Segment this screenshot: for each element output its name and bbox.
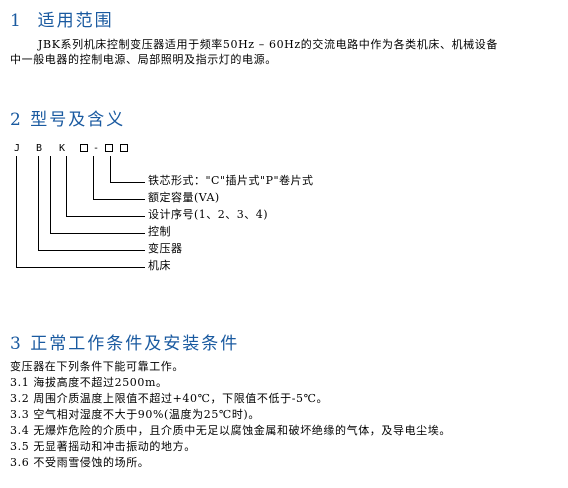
section-2-number: 2 xyxy=(10,110,23,130)
section-2-title: 型号及含义 xyxy=(30,110,126,130)
section-2-heading: 2 型号及含义 xyxy=(10,105,125,130)
code-box-design-number xyxy=(105,144,113,152)
code-box-core-type xyxy=(120,144,128,152)
section-1-heading: 1 适用范围 xyxy=(10,6,114,31)
connector-h-capacity xyxy=(93,199,145,200)
label-design-number: 设计序号(1、2、3、4) xyxy=(148,208,269,221)
section-3-number: 3 xyxy=(10,334,23,354)
section-3-title: 正常工作条件及安装条件 xyxy=(30,334,240,354)
connector-v-k2 xyxy=(66,156,67,217)
connector-h-j xyxy=(16,267,145,268)
condition-item-4: 3.4 无爆炸危险的介质中，且介质中无足以腐蚀金属和破坏绝缘的气体，及导电尘埃。 xyxy=(10,424,451,437)
label-transformer: 变压器 xyxy=(148,242,183,255)
label-core-type: 铁芯形式："C"插片式"P"卷片式 xyxy=(148,174,314,187)
code-box-capacity xyxy=(80,144,88,152)
connector-h-b xyxy=(38,250,145,251)
condition-item-5: 3.5 无显著摇动和冲击振动的地方。 xyxy=(10,440,196,453)
section-1-title: 适用范围 xyxy=(37,11,114,31)
condition-item-6: 3.6 不受雨雪侵蚀的场所。 xyxy=(10,456,150,469)
section-1-paragraph-line-2: 中一般电器的控制电源、局部照明及指示灯的电源。 xyxy=(10,53,277,66)
connector-v-b xyxy=(38,156,39,251)
section-3-heading: 3 正常工作条件及安装条件 xyxy=(10,329,239,354)
section-1-number: 1 xyxy=(10,11,23,31)
connector-v-j xyxy=(16,156,17,268)
label-machine-tool: 机床 xyxy=(148,259,171,272)
connector-v-capacity xyxy=(93,156,94,200)
section-3-intro: 变压器在下列条件下能可靠工作。 xyxy=(10,360,184,373)
code-char-j: J xyxy=(14,143,21,154)
section-1-paragraph-line-1: JBK系列机床控制变压器适用于频率50Hz – 60Hz的交流电路中作为各类机床… xyxy=(38,38,498,51)
connector-h-k2 xyxy=(66,216,145,217)
connector-v-k1 xyxy=(50,156,51,234)
condition-item-3: 3.3 空气相对湿度不大于90%(温度为25℃时)。 xyxy=(10,408,260,421)
code-char-dash: - xyxy=(93,143,100,154)
connector-h-core xyxy=(110,182,145,183)
label-control: 控制 xyxy=(148,225,171,238)
condition-item-2: 3.2 周围介质温度上限值不超过+40℃，下限值不低于-5℃。 xyxy=(10,392,329,405)
label-rated-capacity: 额定容量(VA) xyxy=(148,191,220,204)
code-char-k: K xyxy=(59,143,66,154)
connector-v-core xyxy=(110,156,111,183)
code-char-b: B xyxy=(36,143,43,154)
condition-item-1: 3.1 海拔高度不超过2500m。 xyxy=(10,376,168,389)
connector-h-k1 xyxy=(50,233,145,234)
